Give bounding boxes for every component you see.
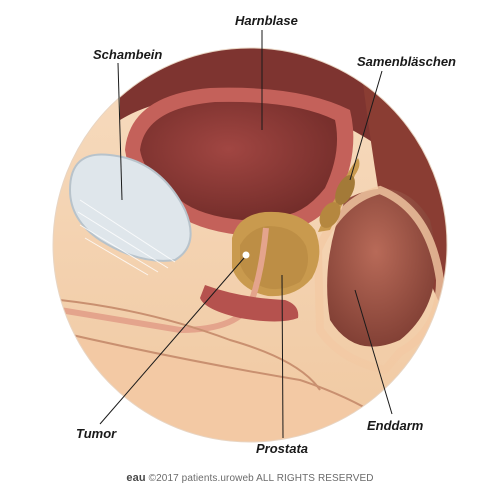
pubic-ligament bbox=[77, 199, 176, 276]
rectum bbox=[327, 188, 436, 347]
pelvic-floor-muscle bbox=[200, 285, 299, 322]
tumor-marker bbox=[242, 251, 250, 259]
copyright-footer: eau©2017 patients.uroweb ALL RIGHTS RESE… bbox=[0, 472, 500, 484]
leader-prostata bbox=[281, 274, 284, 439]
leader-tumor bbox=[99, 257, 245, 425]
seminal-vesicle-lobe bbox=[335, 175, 355, 205]
seminal-vesicle-lobe bbox=[319, 202, 341, 228]
frame-circle bbox=[52, 47, 448, 443]
eau-logo: eau bbox=[126, 472, 146, 484]
label-prostata: Prostata bbox=[256, 441, 309, 456]
abdominal-cavity bbox=[120, 48, 420, 180]
leader-schambein bbox=[117, 62, 123, 201]
pubic-bone bbox=[68, 153, 192, 262]
leader-lines bbox=[99, 30, 393, 439]
rectum-wall bbox=[313, 185, 445, 375]
skin-fold bbox=[59, 299, 321, 391]
label-harnblase: Harnblase bbox=[235, 13, 298, 28]
label-enddarm: Enddarm bbox=[367, 418, 424, 433]
label-tumor: Tumor bbox=[76, 426, 117, 441]
label-samenblaeschen: Samenbläschen bbox=[357, 54, 456, 69]
leader-enddarm bbox=[354, 289, 393, 415]
bladder-lumen bbox=[140, 101, 338, 220]
label-schambein: Schambein bbox=[93, 47, 163, 62]
leader-samenblaeschen bbox=[349, 70, 383, 181]
anatomy-circle bbox=[53, 48, 447, 442]
copyright-text: ©2017 patients.uroweb ALL RIGHTS RESERVE… bbox=[148, 473, 374, 484]
